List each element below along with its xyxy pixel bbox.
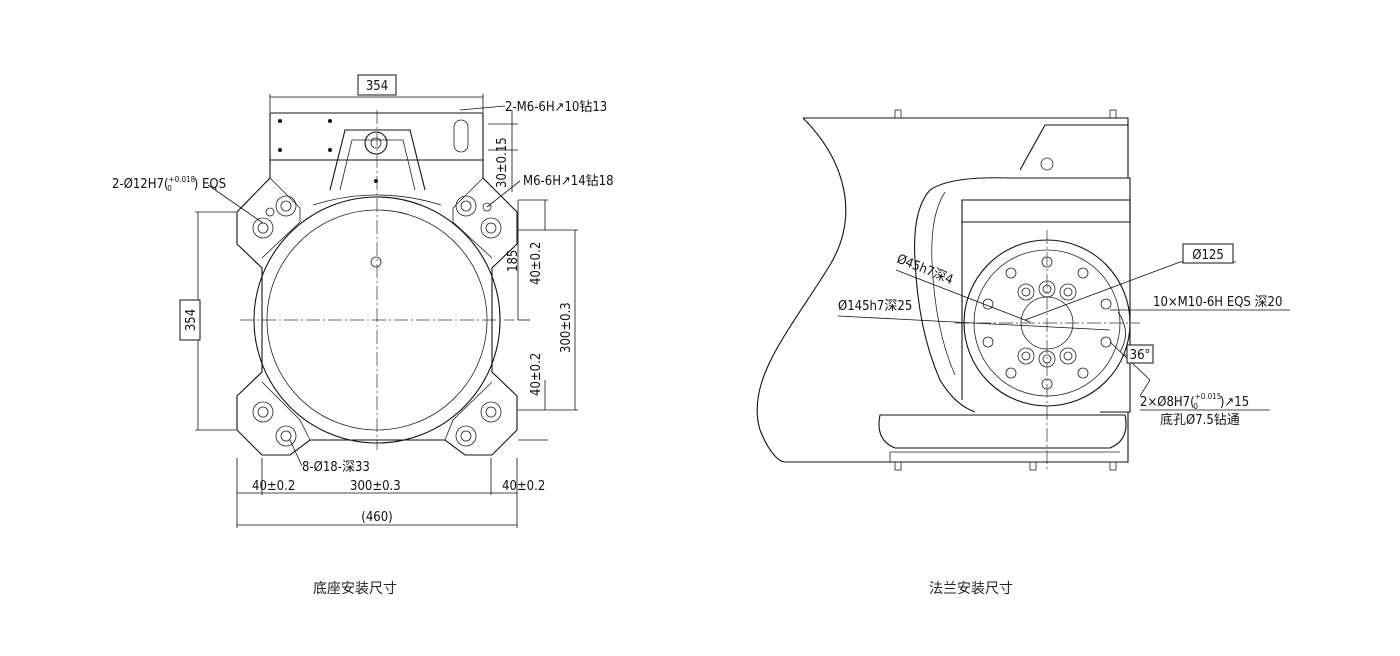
- m10-label: 10×M10-6H EQS 深20: [1153, 295, 1282, 310]
- tol-30-label: 30±0.15: [495, 137, 510, 188]
- left-height-label: 354: [184, 309, 199, 331]
- dim-40-lower-label: 40±0.2: [529, 353, 544, 396]
- d45-label: Ø45h7深4: [895, 252, 956, 288]
- pin8-line2-label: 底孔Ø7.5钻通: [1160, 412, 1240, 428]
- dim-300-right-label: 300±0.3: [559, 302, 574, 353]
- dim-185-label: 185: [506, 250, 521, 272]
- angle-label: 36°: [1130, 348, 1151, 363]
- top-width-label: 354: [366, 79, 388, 94]
- bottom-40-left-label: 40±0.2: [252, 479, 295, 494]
- d125-label: Ø125: [1192, 248, 1224, 263]
- bottom-300-label: 300±0.3: [350, 479, 401, 494]
- dim-40-upper-label: 40±0.2: [529, 242, 544, 285]
- left-height-box: [179, 299, 201, 341]
- base-drawing: 354 354 2-M6-6H↗10钻13 30±0.15 2-Ø12H7(+0…: [112, 74, 614, 597]
- bottom-40-right-label: 40±0.2: [502, 479, 545, 494]
- m6-top-label: 2-M6-6H↗10钻13: [505, 100, 607, 115]
- overall-460-label: (460): [361, 510, 392, 525]
- d145-label: Ø145h7深25: [838, 299, 912, 314]
- d125-box: [1182, 243, 1234, 264]
- top-width-box: [357, 74, 397, 96]
- base-caption: 底座安装尺寸: [313, 581, 397, 597]
- holes-8-label: 8-Ø18-深33: [302, 460, 370, 475]
- flange-drawing: Ø125 Ø45h7深4 Ø145h7深25 10×M10-6H EQS 深20…: [756, 109, 1290, 597]
- flange-caption: 法兰安装尺寸: [929, 581, 1013, 597]
- angle-box: [1126, 344, 1154, 364]
- m6-side-label: M6-6H↗14钻18: [523, 174, 614, 189]
